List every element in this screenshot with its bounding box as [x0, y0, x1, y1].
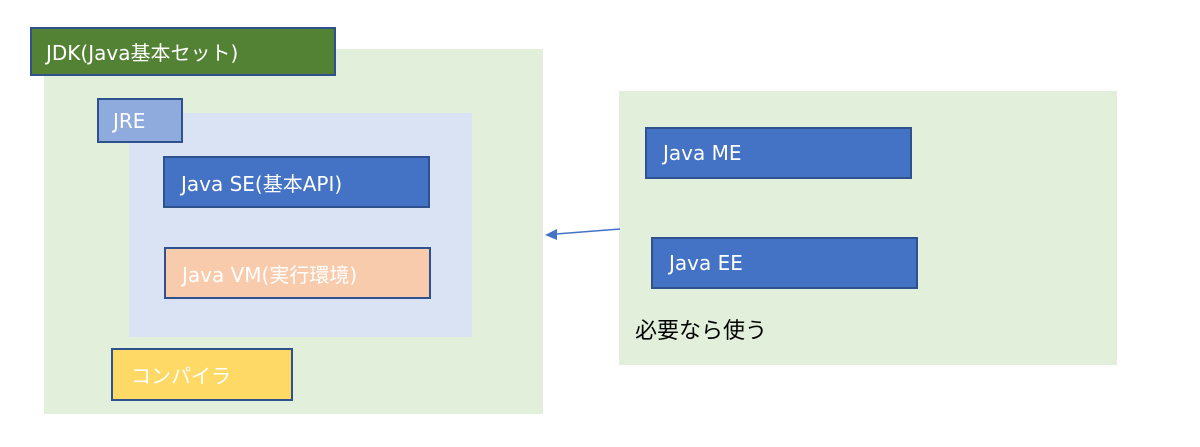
- java-vm-box: Java VM(実行環境): [164, 247, 431, 299]
- compiler-label: コンパイラ: [131, 364, 231, 388]
- java-se-label: Java SE(基本API): [181, 171, 343, 196]
- java-ee-label: Java EE: [669, 251, 743, 275]
- jdk-label: JDK(Java基本セット): [46, 41, 239, 65]
- arrow-line: [555, 228, 621, 235]
- jdk-label-box: JDK(Java基本セット): [30, 27, 336, 76]
- jre-label: JRE: [113, 108, 146, 133]
- optional-note: 必要なら使う: [635, 319, 768, 344]
- java-me-label: Java ME: [663, 141, 742, 165]
- compiler-box: コンパイラ: [111, 348, 293, 401]
- jre-panel: [129, 113, 472, 337]
- java-se-box: Java SE(基本API): [163, 156, 430, 208]
- java-vm-label: Java VM(実行環境): [182, 262, 358, 287]
- jre-label-box: JRE: [97, 98, 183, 143]
- java-me-box: Java ME: [645, 127, 912, 179]
- java-ee-box: Java EE: [651, 237, 918, 289]
- arrow-head-icon: [545, 229, 557, 240]
